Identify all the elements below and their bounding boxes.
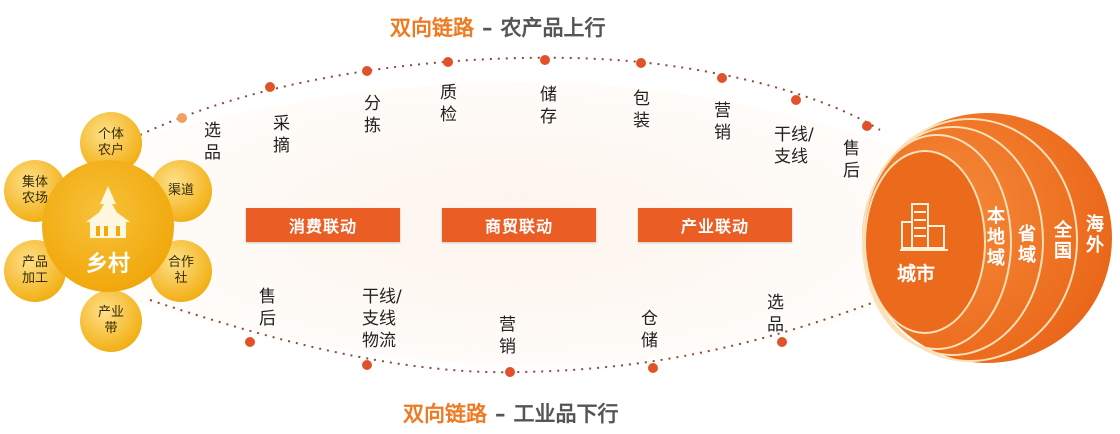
upstream-step: 分 拣: [364, 94, 381, 136]
top-title-separator: –: [482, 16, 493, 40]
top-title-highlight: 双向链路: [390, 16, 474, 40]
downstream-step: 售 后: [259, 287, 276, 329]
top-title-text: 农产品上行: [500, 16, 606, 40]
buildings-icon: [900, 203, 948, 251]
upstream-step: 售 后: [843, 139, 860, 181]
house-tree-icon: [86, 186, 130, 238]
ring-label-province: 省 域: [1018, 224, 1036, 266]
downstream-step: 营 销: [499, 315, 516, 357]
bottom-title-highlight: 双向链路: [403, 402, 487, 426]
ring-label-local: 本 地 域: [987, 206, 1005, 269]
upstream-step: 营 销: [714, 101, 731, 143]
city-core: [864, 150, 986, 334]
upstream-step: 干线/ 支线: [774, 125, 814, 167]
band-industry: 产业联动: [638, 208, 792, 242]
ring-label-national: 全 国: [1054, 220, 1072, 262]
band-consumption: 消费联动: [246, 208, 400, 242]
upstream-step: 质 检: [440, 83, 457, 125]
upstream-step: 储 存: [540, 85, 557, 127]
band-commerce: 商贸联动: [442, 208, 596, 242]
petal-industrial-belt: 产业 带: [80, 290, 142, 352]
top-title: 双向链路–农产品上行: [390, 12, 606, 42]
petal-cooperatives: 合作 社: [150, 240, 212, 302]
city-core-label: 城市: [897, 263, 936, 285]
rural-hub: 乡村: [42, 160, 174, 292]
bottom-title: 双向链路–工业品下行: [403, 398, 619, 428]
upstream-step: 包 装: [633, 89, 650, 131]
rural-hub-label: 乡村: [85, 252, 130, 277]
upstream-step: 采 摘: [273, 114, 290, 156]
downstream-step: 干线/ 支线 物流: [362, 287, 402, 351]
bottom-title-text: 工业品下行: [513, 402, 619, 426]
bottom-title-separator: –: [495, 402, 506, 426]
ring-border-local: [862, 134, 1012, 350]
downstream-step: 仓 储: [641, 309, 658, 351]
upstream-step: 选 品: [204, 121, 221, 163]
downstream-step: 选 品: [767, 293, 784, 335]
ring-label-overseas: 海 外: [1086, 214, 1104, 256]
